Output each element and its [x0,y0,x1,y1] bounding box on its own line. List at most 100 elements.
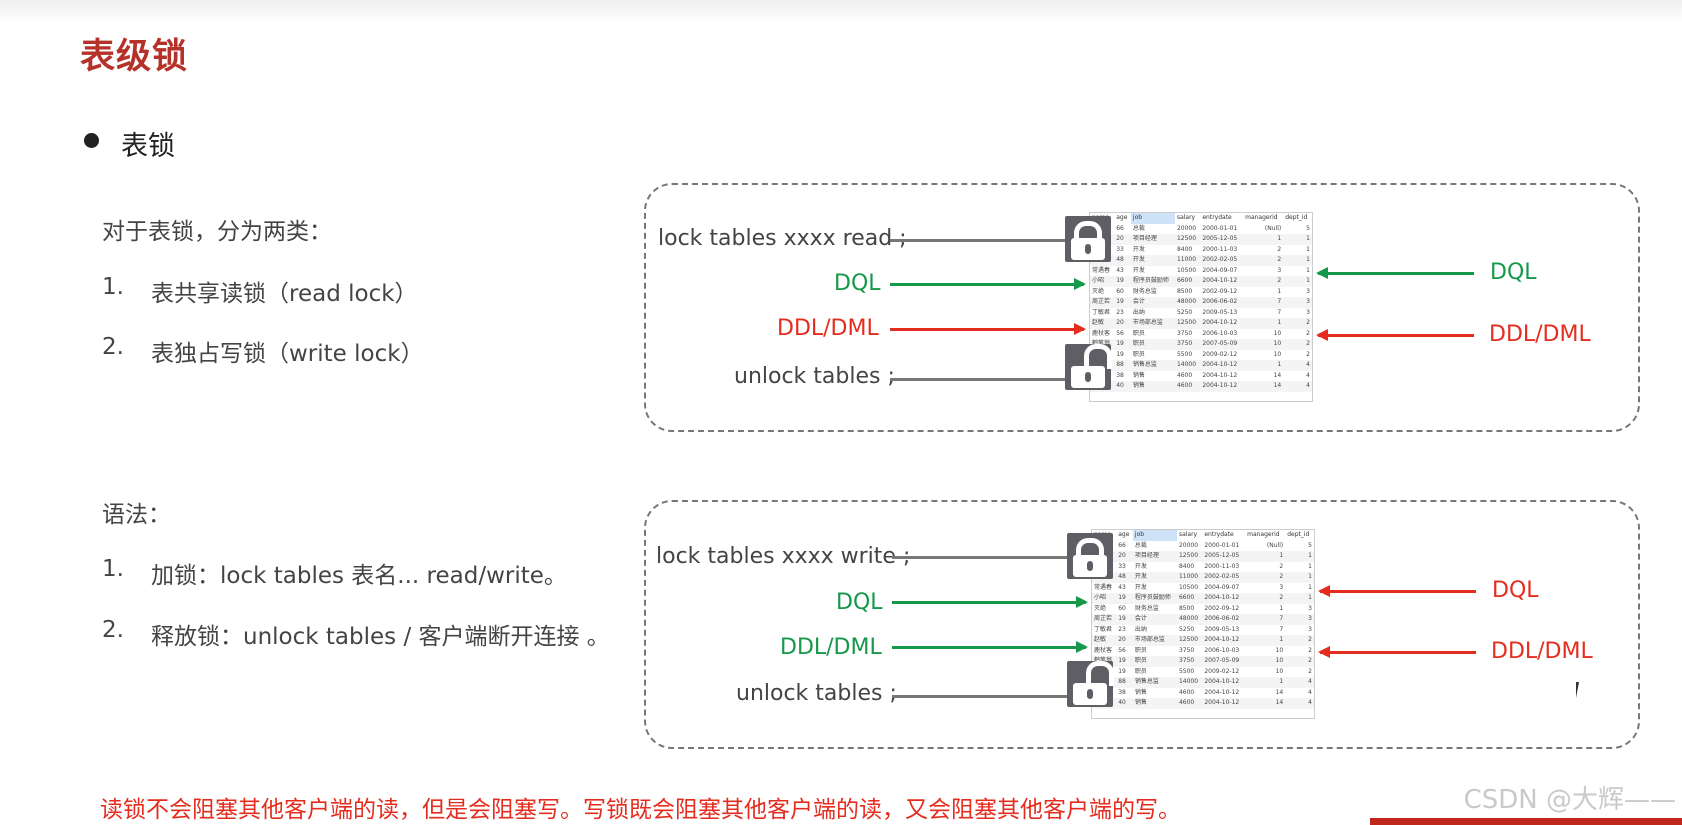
read-lock-cmd: lock tables xxxx read ; [658,226,907,251]
table-cell: 2004-09-07 [1204,583,1240,591]
table-cell: 6600 [1174,276,1201,287]
table-cell: 3 [1306,308,1310,316]
table-cell: 开发 [1134,562,1147,570]
page-title: 表级锁 [80,37,189,77]
type-num-1: 1. [102,274,124,300]
syntax-title: 语法： [102,502,171,528]
table-cell: 2009-05-13 [1202,308,1238,316]
table-cell: 市场部总监 [1132,635,1177,646]
table-cell: 4 [1283,381,1312,392]
table-cell: 项目经理 [1132,551,1177,562]
syntax-num-2: 2. [102,617,124,643]
table-cell: 3750 [1176,656,1203,667]
table-cell: 出纳 [1132,308,1145,316]
table-cell: 4 [1308,688,1312,696]
table-cell: 2004-09-07 [1202,266,1238,274]
table-cell: 3 [1306,287,1310,295]
table-cell: 12500 [1176,635,1203,646]
watermark: CSDN @大辉—— [1463,785,1676,815]
table-cell: 1 [1245,677,1286,688]
table-cell: 开发 [1132,245,1145,253]
table-cell: 3750 [1178,646,1195,654]
table-cell: 销售 [1132,371,1145,379]
table-cell: 7 [1277,308,1282,316]
write-lock-panel: lock tables xxxx write ; DQL DDL/DML unl… [644,500,1640,749]
table-cell: 1 [1285,593,1314,604]
table-cell: 3750 [1176,329,1193,337]
table-cell: 1 [1277,287,1282,295]
table-cell: 销售 [1130,381,1175,392]
table-cell: 2004-10-12 [1200,381,1244,392]
table-cell: 1 [1243,360,1284,371]
table-cell: 33 [1118,562,1126,570]
table-header-cell: age [1118,531,1130,538]
table-cell: 11000 [1176,572,1203,583]
read-lock-panel: lock tables xxxx read ; DQL DDL/DML unlo… [644,183,1640,432]
table-cell: 5 [1306,224,1310,232]
table-cell: 19 [1114,276,1131,287]
emp-table: nameagejobsalaryentrydatemanageriddept_i… [1092,530,1314,709]
table-cell: 2004-10-12 [1202,698,1246,709]
table-cell: 2 [1306,329,1310,337]
table-cell: 2000-11-03 [1202,245,1238,253]
table-cell: 2 [1308,667,1312,675]
table-cell: 14000 [1174,360,1201,371]
table-cell: 20 [1114,234,1131,245]
read-ddl-left-arrow [890,323,1086,335]
table-header-cell: managerid [1247,531,1280,538]
table-cell: 4600 [1178,688,1195,696]
table-cell: 2006-10-03 [1204,646,1240,654]
type-num-2: 2. [102,334,124,360]
table-cell: 小昭 [1092,593,1117,604]
table-cell: 14 [1275,688,1284,696]
table-cell: 48 [1116,572,1133,583]
lock-open-icon [1067,661,1114,707]
read-lock-arrow [890,234,1086,246]
table-cell: 20000 [1178,541,1199,549]
bottom-red-bar [1370,818,1682,825]
table-cell: 2004-10-12 [1204,688,1240,696]
syntax-num-1: 1. [102,556,124,582]
table-cell: 23 [1118,625,1126,633]
table-cell: 8500 [1178,604,1195,612]
table-cell: 2002-02-05 [1202,572,1246,583]
table-cell: 3 [1277,266,1282,274]
syntax-text-1: 加锁：lock tables 表名... read/write。 [151,563,567,589]
table-cell: 8400 [1178,562,1195,570]
lock-open-icon [1065,344,1112,390]
table-header-cell: entrydate [1202,214,1232,221]
table-cell: 丁敏君 [1092,308,1111,316]
table-cell: 14 [1243,381,1284,392]
table-cell: 12500 [1174,234,1201,245]
table-cell: 19 [1116,350,1124,358]
table-cell: 灭绝 [1092,287,1105,295]
table-cell: (Null) [1266,541,1284,549]
table-cell: 19 [1116,593,1133,604]
table-body: 金庸66总裁200002000-01-01(Null)5张无忌20项目经理125… [1090,224,1312,392]
table-cell: 43 [1116,266,1124,274]
table-cell: 20000 [1176,224,1197,232]
table-cell: 2004-10-12 [1202,677,1246,688]
table-header-cell: salary [1178,531,1198,538]
write-dql-right: DQL [1492,578,1539,603]
table-cell: 职员 [1132,329,1145,337]
table-cell: 1 [1245,551,1286,562]
table-cell: 总裁 [1134,541,1147,549]
table-cell: 2006-06-02 [1200,297,1244,308]
table-header-row: nameagejobsalaryentrydatemanageriddept_i… [1090,213,1312,224]
table-header-cell: dept_id [1285,214,1308,221]
table-cell: 14 [1245,698,1286,709]
table-cell: 38 [1116,371,1124,379]
table-cell: 3 [1285,614,1314,625]
table-cell: 2000-11-03 [1204,562,1240,570]
table-cell: 2004-10-12 [1200,318,1244,329]
table-cell: 10 [1243,339,1284,350]
